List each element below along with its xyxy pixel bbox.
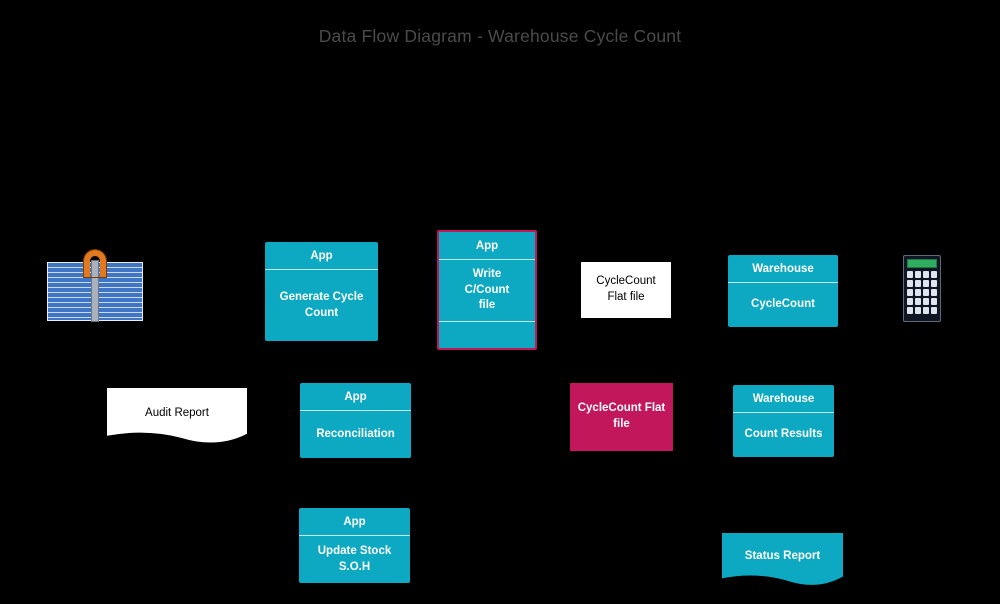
process-warehouse-count-results[interactable]: Warehouse Count Results: [733, 385, 834, 457]
process-header-label: App: [265, 242, 378, 270]
clamp-icon: [84, 250, 106, 277]
process-header-label: App: [300, 383, 411, 411]
document-shape: [722, 533, 843, 585]
document-shape: [107, 388, 247, 443]
crimson-box-label: CycleCount Flat file: [577, 402, 666, 430]
process-header-label: App: [299, 508, 410, 536]
process-header-label: Warehouse: [728, 255, 838, 283]
process-generate-cycle-count[interactable]: App Generate Cycle Count: [265, 242, 378, 341]
process-cyclecount-flat-file[interactable]: CycleCount Flat file: [570, 383, 673, 451]
document-label: Status Report: [744, 550, 821, 562]
process-warehouse-cyclecount[interactable]: Warehouse CycleCount: [728, 255, 838, 327]
process-write-ccount-file[interactable]: App Write C/Count file: [437, 230, 537, 350]
process-body-label: Count Results: [744, 428, 823, 441]
process-update-stock-soh[interactable]: App Update Stock S.O.H: [299, 508, 410, 583]
process-header-label: App: [439, 232, 535, 260]
process-header-label: Warehouse: [733, 385, 834, 413]
datastore-cyclecount-flat-file[interactable]: CycleCount Flat file: [581, 262, 671, 318]
calculator-icon[interactable]: [903, 255, 941, 322]
document-status-report[interactable]: Status Report: [722, 533, 843, 591]
datastore-label: CycleCount Flat file: [596, 275, 656, 303]
diagram-title: Data Flow Diagram - Warehouse Cycle Coun…: [318, 26, 682, 46]
process-body-label: Generate Cycle Count: [279, 290, 364, 319]
process-body-label: Reconciliation: [316, 427, 395, 440]
process-footer-section: [439, 321, 535, 348]
calculator-display: [907, 259, 937, 268]
process-body-label: CycleCount: [751, 298, 815, 311]
process-reconciliation[interactable]: App Reconciliation: [300, 383, 411, 458]
card-file-icon[interactable]: [45, 248, 145, 325]
calculator-keys: [907, 271, 937, 314]
document-audit-report[interactable]: Audit Report: [107, 388, 247, 449]
process-body-label: Update Stock S.O.H: [317, 544, 392, 573]
document-label: Audit Report: [145, 406, 209, 419]
process-body-label: Write C/Count file: [464, 268, 510, 312]
